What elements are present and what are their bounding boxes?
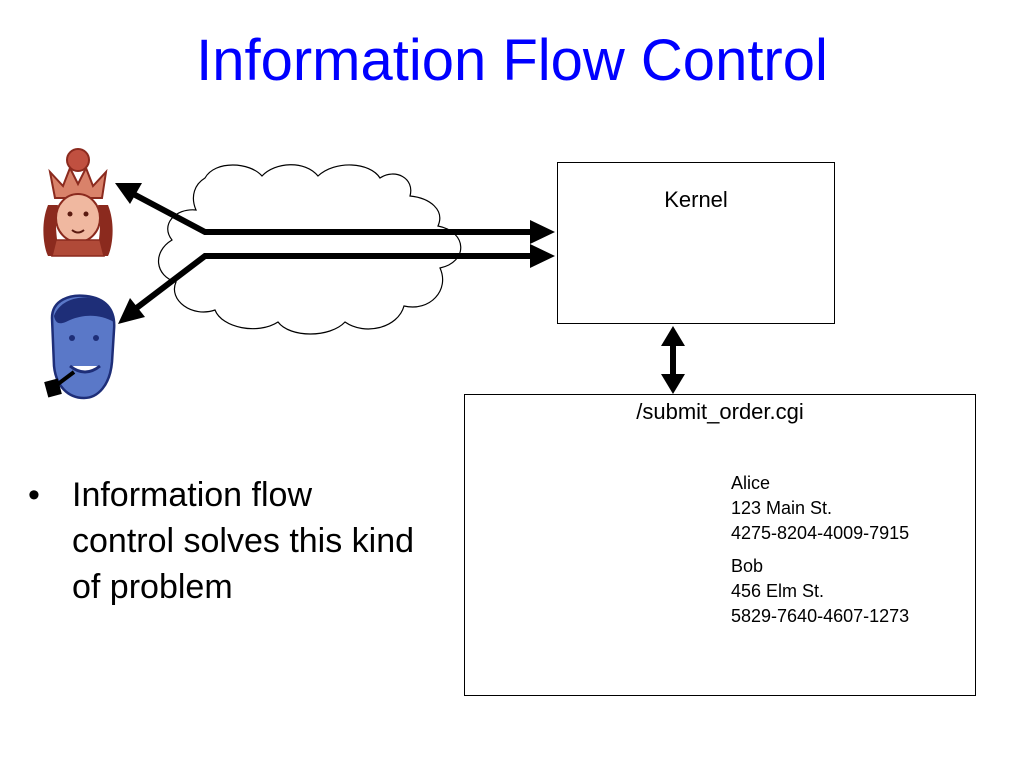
kernel-label: Kernel (664, 187, 728, 212)
kernel-cgi-arrowhead-down (661, 374, 685, 394)
record-card: 5829-7640-4607-1273 (731, 606, 910, 626)
bullet-marker: • (28, 476, 40, 514)
pipe-smoking-man-icon (44, 294, 116, 400)
cgi-label: /submit_order.cgi (636, 399, 804, 424)
record-address: 456 Elm St. (731, 581, 825, 601)
record-card: 4275-8204-4009-7915 (731, 523, 910, 543)
man-request-arrow (124, 253, 530, 319)
man-request-arrowhead (530, 244, 555, 268)
record-address: 123 Main St. (731, 498, 833, 518)
man-response-arrowhead (118, 298, 145, 324)
bullet-point: • Information flow control solves this k… (28, 472, 418, 610)
kernel-box: Kernel (557, 162, 835, 324)
slide-title: Information Flow Control (196, 28, 828, 93)
queen-request-arrow (120, 185, 530, 235)
record-name: Alice (731, 473, 771, 493)
bullet-text: Information flow control solves this kin… (72, 476, 415, 606)
record-bob: Bob 456 Elm St. 5829-7640-4607-1273 (731, 554, 909, 629)
queen-response-arrowhead (115, 183, 142, 204)
kernel-cgi-arrowhead-up (661, 326, 685, 346)
cgi-box: /submit_order.cgi Alice 123 Main St. 427… (464, 394, 976, 696)
order-records: Alice 123 Main St. 4275-8204-4009-7915 B… (731, 471, 909, 637)
queen-request-arrowhead (530, 220, 555, 244)
queen-icon (43, 148, 113, 257)
cloud-icon (157, 164, 462, 335)
record-name: Bob (731, 556, 764, 576)
record-alice: Alice 123 Main St. 4275-8204-4009-7915 (731, 471, 909, 546)
